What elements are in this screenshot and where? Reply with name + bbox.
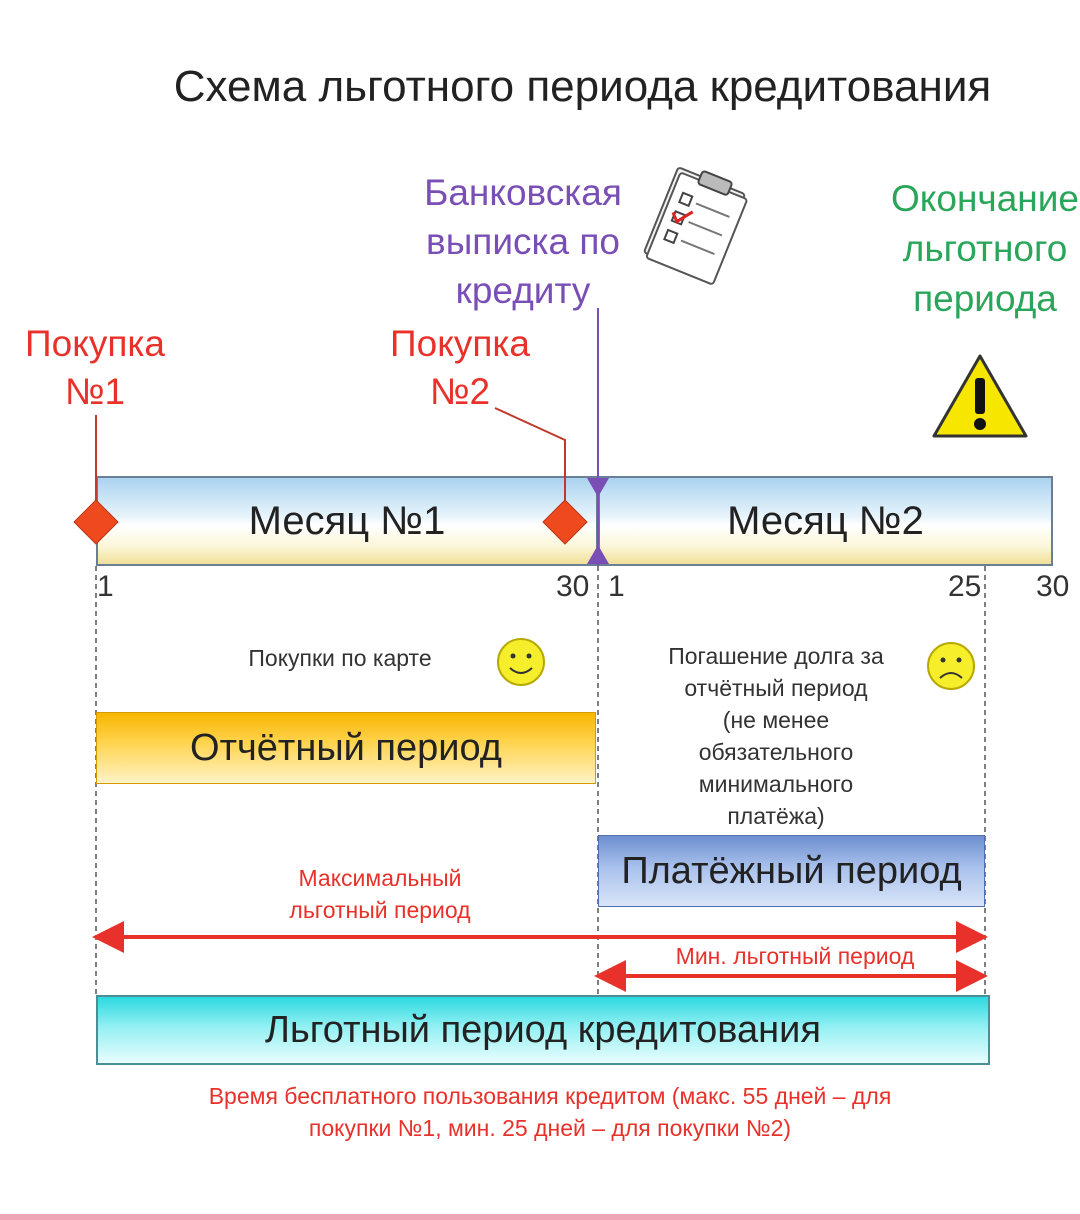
repayment-line-6: платёжа) [727, 803, 825, 829]
purchase2-leader-line [494, 407, 566, 500]
purchase2-line-1: Покупка [390, 323, 530, 364]
tick-m2-start: 1 [608, 570, 625, 603]
sad-icon [927, 642, 975, 690]
max-grace-label: Максимальный льготный период [230, 862, 530, 926]
repayment-line-5: минимального [698, 771, 854, 797]
statement-marker-bottom [587, 545, 609, 564]
max-grace-line-1: Максимальный [298, 865, 462, 891]
bank-statement-label: Банковская выписка по кредиту [408, 168, 638, 315]
grace-credit-bar: Льготный период кредитования [96, 995, 990, 1065]
bank-statement-line-1: Банковская [424, 172, 622, 213]
purchase2-line-2: №2 [429, 371, 491, 412]
repayment-line-2: отчётный период [684, 675, 868, 701]
warning-icon [932, 354, 1028, 438]
grace-end-line-2: льготного [902, 228, 1068, 269]
purchase2-marker [542, 499, 588, 545]
month2-label: Месяц №2 [727, 498, 924, 543]
tick-m1-start: 1 [97, 570, 114, 603]
footer-line-2: покупки №1, мин. 25 дней – для покупки №… [308, 1115, 792, 1141]
tick-m2-end: 30 [1036, 570, 1070, 603]
repayment-line-1: Погашение долга за [668, 643, 884, 669]
purchase2-label: Покупка №2 [375, 320, 545, 416]
smile-icon [497, 638, 545, 686]
payment-period-label: Платёжный период [621, 849, 962, 892]
footer-note: Время бесплатного пользования кредитом (… [100, 1080, 1000, 1144]
bank-statement-line-3: кредиту [455, 270, 591, 311]
grace-end-line-1: Окончание [891, 178, 1079, 219]
footer-line-1: Время бесплатного пользования кредитом (… [208, 1083, 892, 1109]
purchase1-marker [73, 499, 119, 545]
statement-marker-top [587, 478, 609, 497]
reporting-period-label: Отчётный период [190, 726, 502, 769]
repayment-note: Погашение долга за отчётный период (не м… [626, 640, 926, 832]
card-purchases-note: Покупки по карте [248, 645, 432, 671]
max-grace-line-2: льготный период [289, 897, 471, 923]
document-icon [643, 167, 748, 285]
grace-credit-label: Льготный период кредитования [265, 1008, 821, 1051]
repayment-line-3: (не менее [722, 707, 830, 733]
purchase1-line-2: №1 [64, 371, 126, 412]
tick-m2-pay: 25 [948, 570, 982, 603]
purchase1-line-1: Покупка [25, 323, 165, 364]
bank-statement-line-2: выписка по [426, 221, 620, 262]
month1-bar: Месяц №1 [96, 476, 598, 566]
repayment-line-4: обязательного [698, 739, 854, 765]
reporting-period-bar: Отчётный период [96, 712, 596, 784]
tick-m1-end: 30 [556, 570, 590, 603]
month1-label: Месяц №1 [248, 498, 446, 543]
diagram-title: Схема льготного периода кредитования [173, 62, 992, 111]
purchase1-label: Покупка №1 [10, 320, 180, 416]
payment-period-bar: Платёжный период [598, 835, 985, 907]
grace-end-label: Окончание льготного периода [870, 174, 1080, 324]
bottom-divider [0, 1214, 1080, 1220]
min-grace-label: Мин. льготный период [675, 943, 915, 969]
grace-end-line-3: периода [913, 278, 1057, 319]
month2-bar: Месяц №2 [598, 476, 1053, 566]
